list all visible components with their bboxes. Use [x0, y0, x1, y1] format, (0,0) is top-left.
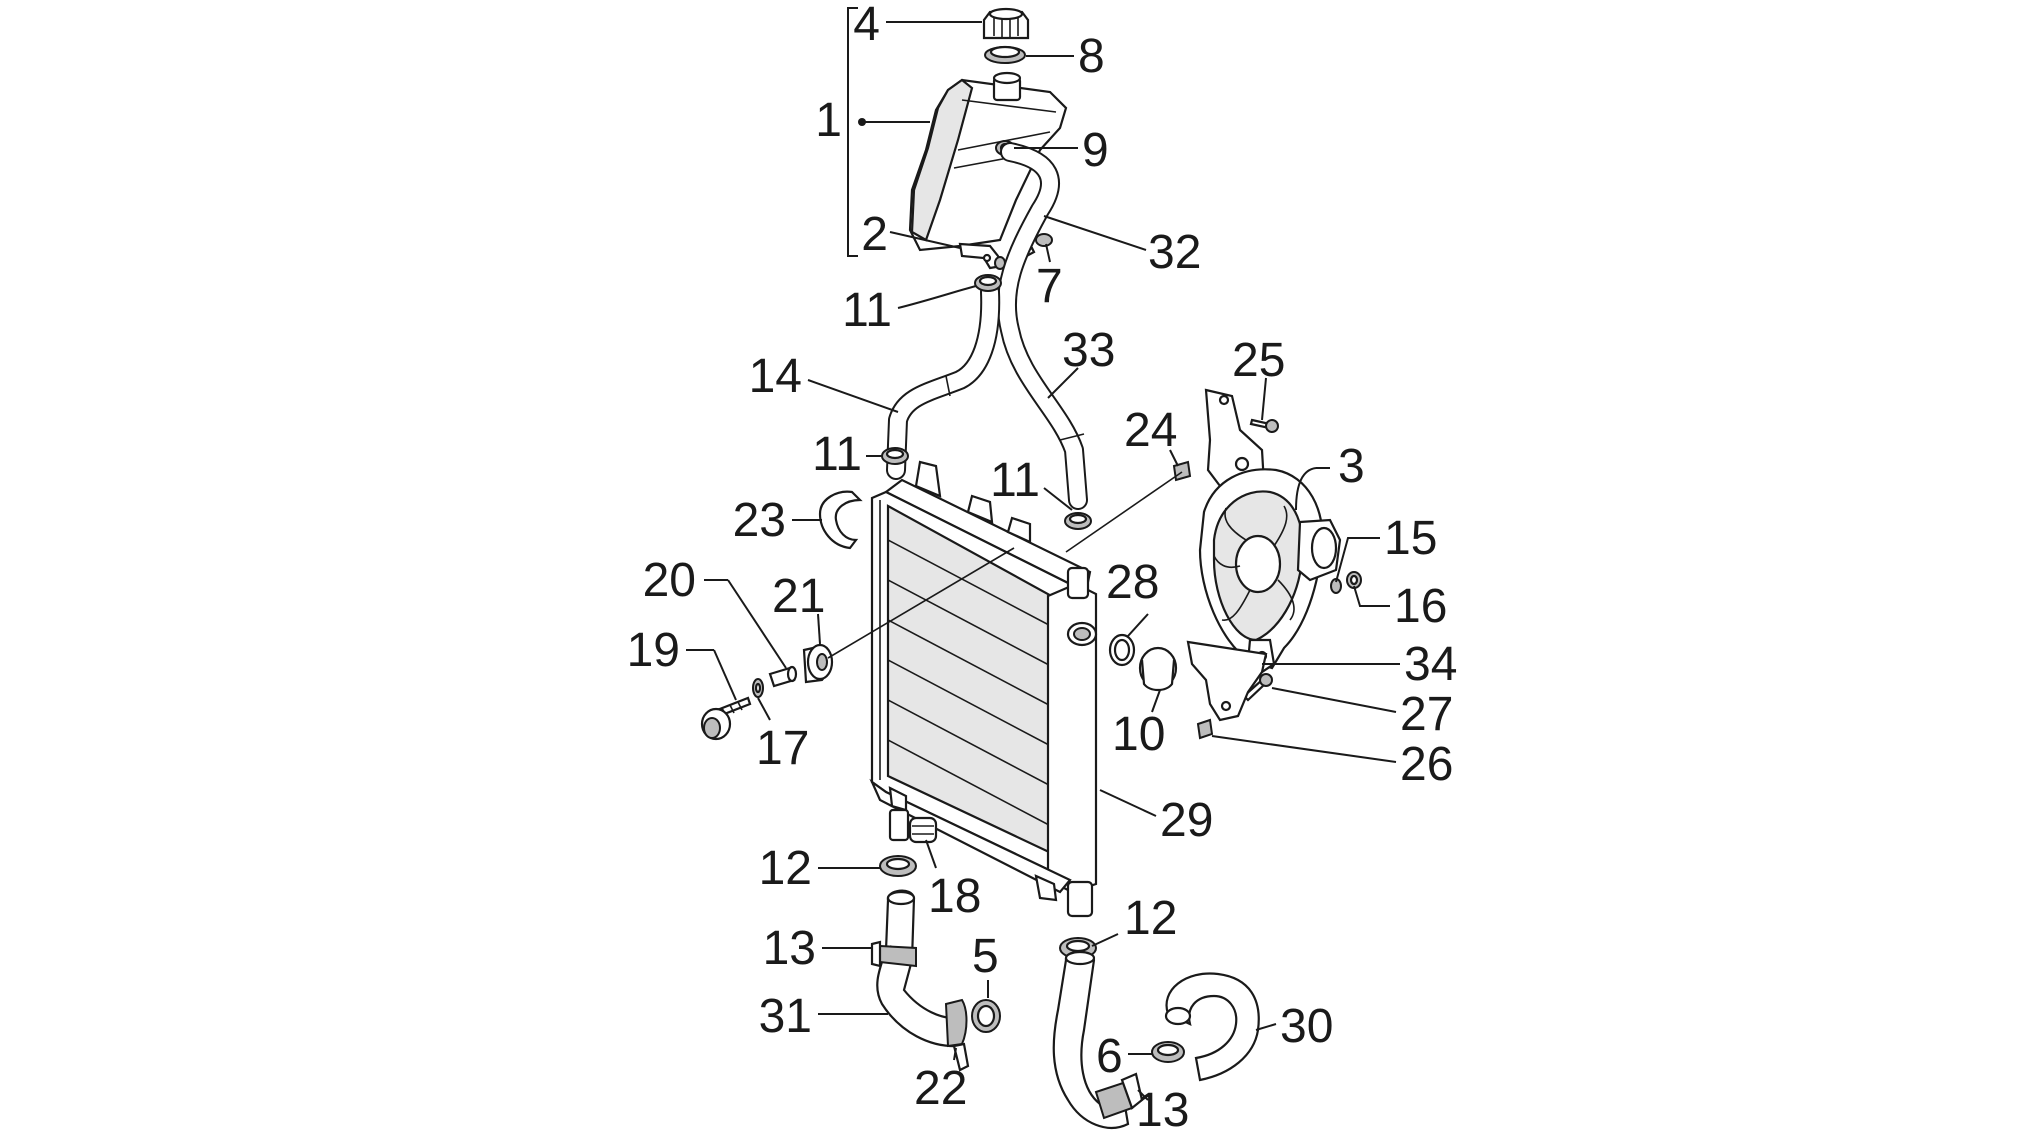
- spacer-sleeve: [768, 665, 798, 688]
- o-ring: [1108, 633, 1136, 667]
- callout-13-left: 13: [763, 922, 816, 975]
- callout-labels: 1 2 4 8 9 7 32 11 33 14 25 24 3 11 11 23…: [627, 0, 1458, 1136]
- callout-34: 34: [1404, 638, 1457, 691]
- callout-32: 32: [1148, 226, 1201, 279]
- rubber-mount-bushing: [802, 643, 834, 684]
- overflow-hose: [996, 142, 1088, 510]
- callout-11-left: 11: [812, 428, 862, 481]
- callout-19: 19: [627, 624, 680, 677]
- callout-3: 3: [1338, 440, 1365, 493]
- callout-24: 24: [1124, 404, 1177, 457]
- radiator-drain-grommet: [908, 816, 938, 844]
- callout-14: 14: [749, 350, 802, 403]
- callout-27: 27: [1400, 688, 1453, 741]
- hose-end-clip: [944, 998, 970, 1072]
- washer: [752, 678, 764, 698]
- hose-clamp-left: [881, 447, 909, 465]
- callout-9: 9: [1082, 124, 1109, 177]
- hose-clamp-bypass: [1151, 1041, 1185, 1063]
- callout-29: 29: [1160, 794, 1213, 847]
- radiator: [869, 460, 1098, 918]
- callout-10: 10: [1112, 708, 1165, 761]
- callout-22: 22: [914, 1062, 967, 1115]
- leader-lines: [686, 7, 1400, 1101]
- callout-2: 2: [861, 208, 888, 261]
- hose-clamp-upper: [974, 274, 1002, 292]
- electric-fan: [1198, 388, 1342, 674]
- fan-screw-lower: [1242, 673, 1273, 702]
- callout-12-right: 12: [1124, 892, 1177, 945]
- callout-21: 21: [772, 570, 825, 623]
- hose-clip-right: [1094, 1072, 1144, 1120]
- callout-25: 25: [1232, 334, 1285, 387]
- callout-30: 30: [1280, 1000, 1333, 1053]
- radiator-clip: [818, 490, 863, 550]
- callout-31: 31: [759, 990, 812, 1043]
- bypass-hose: [1164, 972, 1260, 1082]
- callout-8: 8: [1078, 30, 1105, 83]
- sensor-plug-cap: [1138, 646, 1178, 692]
- tank-to-radiator-hose: [886, 282, 1001, 480]
- hose-clip-left: [870, 940, 917, 968]
- callout-11-right: 11: [990, 454, 1040, 507]
- hose-clamp-lower-left: [879, 855, 917, 877]
- clip-nut-lower: [1196, 718, 1214, 740]
- callout-28: 28: [1106, 556, 1159, 609]
- callout-11-upper: 11: [842, 284, 892, 337]
- callout-20: 20: [643, 554, 696, 607]
- callout-4: 4: [853, 0, 880, 51]
- expansion-tank: [908, 71, 1068, 252]
- callout-13-right: 13: [1136, 1084, 1189, 1136]
- callout-1: 1: [815, 94, 842, 147]
- mounting-bolt: [700, 696, 752, 741]
- cap-seal: [984, 45, 1026, 64]
- callout-16: 16: [1394, 580, 1447, 633]
- callout-6: 6: [1096, 1030, 1123, 1083]
- fan-bracket-plate: [1186, 640, 1268, 722]
- callout-12-left: 12: [759, 842, 812, 895]
- fan-screw-upper: [1249, 418, 1279, 433]
- hose-clamp-right: [1064, 512, 1092, 530]
- callout-15: 15: [1384, 512, 1437, 565]
- callout-26: 26: [1400, 738, 1453, 791]
- hose-clamp-small: [971, 999, 1001, 1033]
- callout-7: 7: [1036, 260, 1063, 313]
- fan-nut: [1346, 571, 1362, 589]
- callout-33: 33: [1062, 324, 1115, 377]
- callout-17: 17: [756, 722, 809, 775]
- callout-5: 5: [972, 930, 999, 983]
- callout-23: 23: [733, 494, 786, 547]
- expansion-tank-cap: [982, 7, 1030, 40]
- callout-18: 18: [928, 870, 981, 923]
